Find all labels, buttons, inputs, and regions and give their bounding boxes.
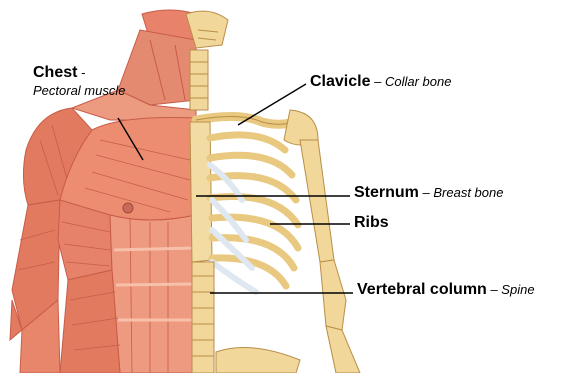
label-chest-description: Pectoral muscle xyxy=(33,83,125,98)
label-vertebral-description: Spine xyxy=(501,282,534,297)
label-clavicle-separator: – xyxy=(370,74,384,89)
label-chest: Chest - Pectoral muscle xyxy=(33,64,125,99)
skeleton-half xyxy=(186,11,360,373)
label-chest-term: Chest xyxy=(33,64,77,81)
label-vertebral-separator: – xyxy=(487,282,501,297)
label-ribs: Ribs xyxy=(354,214,389,232)
label-vertebral-term: Vertebral column xyxy=(357,281,487,298)
label-sternum: Sternum – Breast bone xyxy=(354,184,503,202)
label-clavicle-term: Clavicle xyxy=(310,73,370,90)
label-sternum-separator: – xyxy=(419,185,433,200)
label-chest-separator: - xyxy=(77,65,85,80)
label-sternum-description: Breast bone xyxy=(433,185,503,200)
label-clavicle: Clavicle – Collar bone xyxy=(310,73,451,91)
label-sternum-term: Sternum xyxy=(354,184,419,201)
label-vertebral-column: Vertebral column – Spine xyxy=(357,281,535,299)
label-clavicle-description: Collar bone xyxy=(385,74,452,89)
label-ribs-term: Ribs xyxy=(354,214,389,231)
